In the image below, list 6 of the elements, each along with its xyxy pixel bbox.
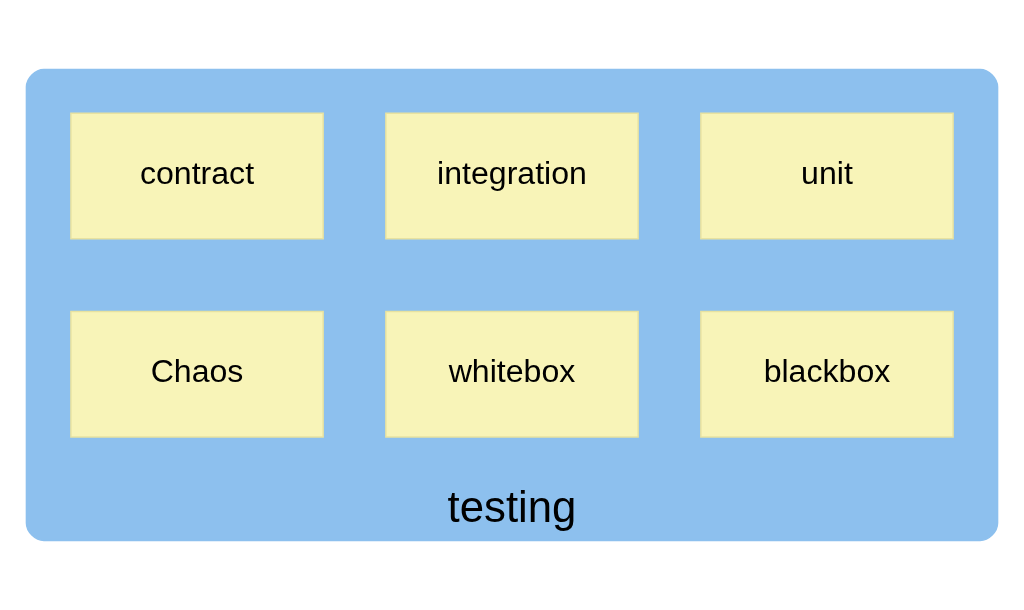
node-box: integration: [385, 112, 639, 240]
node-box: unit: [700, 112, 954, 240]
node-box: whitebox: [385, 310, 639, 438]
node-box: Chaos: [70, 310, 324, 438]
node-box: contract: [70, 112, 324, 240]
node-box: blackbox: [700, 310, 954, 438]
